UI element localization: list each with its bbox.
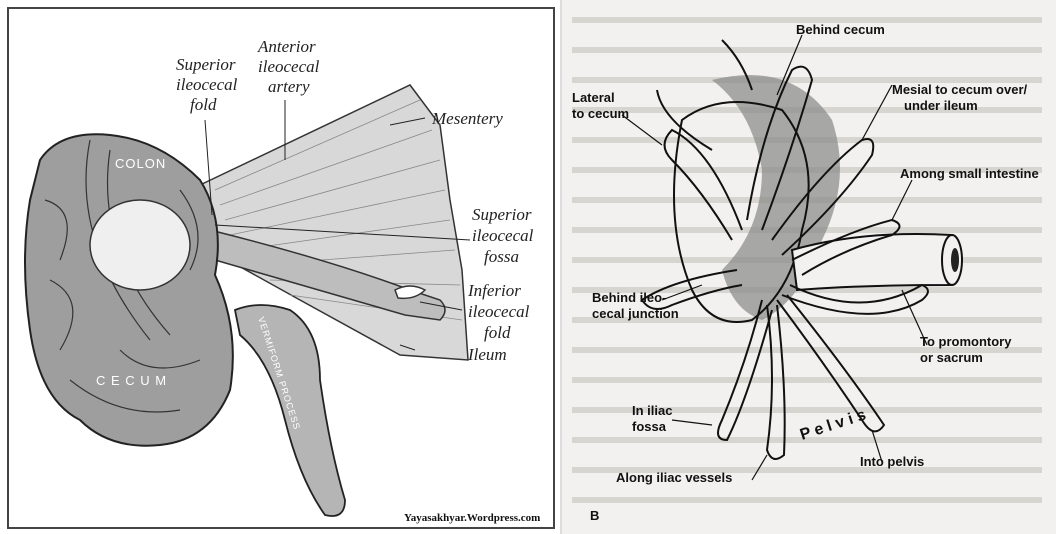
label-anterior-3: artery [268,77,310,96]
ileocecal-anatomy-figure: Superior ileocecal fold Anterior ileocec… [0,0,560,534]
label-behind-ileo-1: Behind ileo- [592,290,666,305]
label-superior-fold-1: Superior [176,55,236,74]
watermark: Yayasakhyar.Wordpress.com [404,512,540,524]
figure-letter: B [590,508,599,523]
label-anterior-2: ileocecal [258,57,320,76]
label-iliac-fossa-1: In iliac [632,403,672,418]
label-mesial-2: under ileum [904,98,978,113]
label-anterior-1: Anterior [257,37,316,56]
appendix-positions-figure: Behind cecum Lateral to cecum Mesial to … [562,0,1056,534]
label-cecum: C E C U M [96,373,167,388]
label-sup-fossa-1: Superior [472,205,532,224]
label-behind-cecum: Behind cecum [796,22,885,37]
label-sup-fossa-2: ileocecal [472,226,534,245]
label-promontory-1: To promontory [920,334,1012,349]
label-promontory-2: or sacrum [920,350,983,365]
ileocecal-anatomy-drawing: Superior ileocecal fold Anterior ileocec… [0,0,560,534]
label-superior-fold-2: ileocecal [176,75,238,94]
label-sup-fossa-3: fossa [484,247,519,266]
label-behind-ileo-2: cecal junction [592,306,679,321]
appendix-positions-drawing: Behind cecum Lateral to cecum Mesial to … [562,0,1056,534]
label-iliac-fossa-2: fossa [632,419,667,434]
label-colon: COLON [115,156,166,171]
label-mesentery: Mesentery [431,109,503,128]
label-inf-fold-3: fold [484,323,511,342]
label-into-pelvis: Into pelvis [860,454,924,469]
label-lateral-2: to cecum [572,106,629,121]
label-among-small: Among small intestine [900,166,1039,181]
label-superior-fold-3: fold [190,95,217,114]
label-lateral-1: Lateral [572,90,615,105]
label-inf-fold-2: ileocecal [468,302,530,321]
label-inf-fold-1: Inferior [467,281,521,300]
label-along-iliac: Along iliac vessels [616,470,732,485]
label-mesial-1: Mesial to cecum over/ [892,82,1027,97]
label-ileum: Ileum [467,345,507,364]
